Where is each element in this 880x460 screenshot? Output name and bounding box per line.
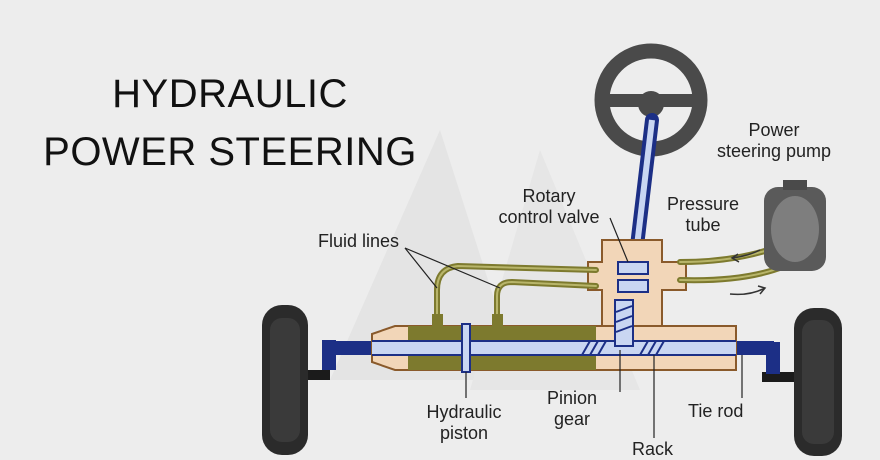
right-wheel <box>762 308 842 456</box>
label-rack: Rack <box>632 439 674 459</box>
title-line-2: POWER STEERING <box>43 130 417 174</box>
leader-lines <box>404 217 743 438</box>
rotary-control-valve <box>617 261 649 293</box>
background-shape <box>330 130 520 380</box>
label-line: piston <box>439 423 489 443</box>
right-tie-rod <box>736 341 774 355</box>
rack-teeth <box>581 340 665 356</box>
label-line: steering pump <box>716 141 832 161</box>
label-pinion-gear: Pinion gear <box>536 388 608 430</box>
label-power-steering-pump: Power steering pump <box>704 120 844 162</box>
left-tie-rod <box>330 341 372 355</box>
label-line: Pressure <box>666 194 740 214</box>
label-rotary-control-valve: Rotary control valve <box>480 186 618 228</box>
pinion-gear <box>614 299 634 347</box>
label-tie-rod: Tie rod <box>688 401 744 421</box>
title-line-1: HYDRAULIC <box>112 72 348 116</box>
flow-arrows <box>729 249 767 296</box>
label-line: tube <box>685 215 721 235</box>
rack-housing <box>371 325 737 371</box>
hydraulic-piston <box>461 323 471 373</box>
label-fluid-lines: Fluid lines <box>318 231 400 251</box>
left-wheel <box>262 305 336 455</box>
label-line: Hydraulic <box>426 402 502 422</box>
label-line: gear <box>553 409 591 429</box>
label-line: Power <box>748 120 800 140</box>
label-line: Pinion <box>546 388 598 408</box>
label-line: Rotary <box>522 186 576 206</box>
power-steering-pump <box>764 180 826 271</box>
label-line: control valve <box>498 207 600 227</box>
fluid-lines <box>432 262 599 326</box>
label-hydraulic-piston: Hydraulic piston <box>412 402 516 444</box>
label-pressure-tube: Pressure tube <box>656 194 750 236</box>
